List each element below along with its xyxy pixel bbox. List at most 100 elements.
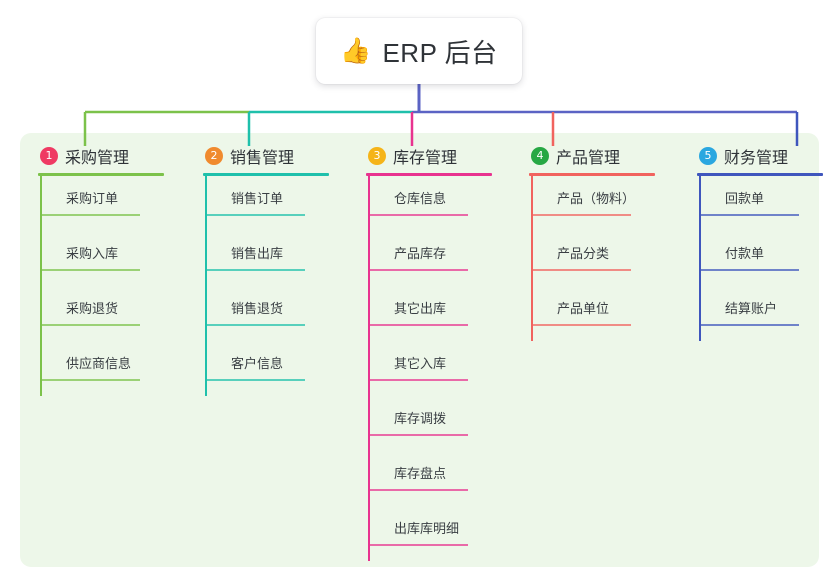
branch-item[interactable]: 采购订单 — [40, 176, 188, 231]
branch-item[interactable]: 库存盘点 — [368, 451, 516, 506]
branch-item-label: 销售订单 — [231, 191, 284, 206]
branch-item-underline — [368, 379, 468, 381]
branch-item-underline — [368, 489, 468, 491]
branch-underline — [38, 173, 164, 176]
branch-item[interactable]: 仓库信息 — [368, 176, 516, 231]
branch-item-underline — [205, 269, 305, 271]
branch-title: 产品管理 — [556, 150, 621, 167]
branch-number-badge: 1 — [40, 147, 58, 165]
diagram-panel-background — [20, 133, 819, 567]
branch-spine — [531, 176, 533, 341]
branch-item[interactable]: 结算账户 — [699, 286, 839, 341]
branch-item-underline — [40, 379, 140, 381]
branch-item-underline — [368, 434, 468, 436]
branch-item-label: 采购入库 — [66, 246, 119, 261]
branch-item[interactable]: 销售退货 — [205, 286, 353, 341]
branch-spine — [699, 176, 701, 341]
branch-underline — [366, 173, 492, 176]
branch-header-1[interactable]: 1 采购管理 — [38, 145, 188, 167]
branch-item[interactable]: 产品分类 — [531, 231, 679, 286]
branch-spine — [368, 176, 370, 561]
branch-item-underline — [368, 214, 468, 216]
branch-item-label: 其它入库 — [394, 356, 447, 371]
branch-column-4: 4 产品管理产品（物料） 产品分类产品单位 — [529, 145, 679, 341]
branch-items: 采购订单采购入库采购退货供应商信息 — [38, 176, 188, 396]
branch-underline — [697, 173, 823, 176]
branch-item-label: 采购订单 — [66, 191, 119, 206]
branch-item-label: 采购退货 — [66, 301, 119, 316]
branch-item[interactable]: 产品库存 — [368, 231, 516, 286]
branch-item-label: 产品分类 — [557, 246, 610, 261]
branch-item-label: 仓库信息 — [394, 191, 447, 206]
branch-item-underline — [531, 324, 631, 326]
branch-item-label: 库存调拨 — [394, 411, 447, 426]
branch-item-label: 库存盘点 — [394, 466, 447, 481]
branch-item[interactable]: 回款单 — [699, 176, 839, 231]
branch-item-underline — [699, 269, 799, 271]
branch-item-label: 客户信息 — [231, 356, 284, 371]
branch-item[interactable]: 采购退货 — [40, 286, 188, 341]
branch-number-badge: 4 — [531, 147, 549, 165]
branch-item[interactable]: 库存调拨 — [368, 396, 516, 451]
branch-item-label: 销售退货 — [231, 301, 284, 316]
branch-item-underline — [699, 214, 799, 216]
branch-item-underline — [368, 269, 468, 271]
branch-item-underline — [699, 324, 799, 326]
branch-column-3: 3 库存管理仓库信息产品库存其它出库其它入库库存调拨库存盘点出库库明细 — [366, 145, 516, 561]
branch-item[interactable]: 产品单位 — [531, 286, 679, 341]
branch-item[interactable]: 付款单 — [699, 231, 839, 286]
branch-title: 销售管理 — [230, 150, 295, 167]
branch-item-underline — [40, 269, 140, 271]
branch-underline — [529, 173, 655, 176]
branch-item-underline — [531, 214, 631, 216]
root-node-card[interactable]: 👍 ERP 后台 — [316, 18, 522, 84]
branch-title: 财务管理 — [724, 150, 789, 167]
branch-header-3[interactable]: 3 库存管理 — [366, 145, 516, 167]
branch-item-label: 产品（物料） — [557, 191, 636, 206]
branch-column-5: 5 财务管理回款单付款单结算账户 — [697, 145, 839, 341]
branch-item[interactable]: 销售订单 — [205, 176, 353, 231]
branch-item-label: 回款单 — [725, 191, 765, 206]
branch-item-underline — [205, 379, 305, 381]
branch-item-label: 产品单位 — [557, 301, 610, 316]
branch-item-underline — [368, 544, 468, 546]
branch-items: 销售订单销售出库销售退货客户信息 — [203, 176, 353, 396]
branch-item-underline — [205, 324, 305, 326]
branch-title: 采购管理 — [65, 150, 130, 167]
branch-items: 仓库信息产品库存其它出库其它入库库存调拨库存盘点出库库明细 — [366, 176, 516, 561]
branch-item[interactable]: 出库库明细 — [368, 506, 516, 561]
branch-item[interactable]: 采购入库 — [40, 231, 188, 286]
branch-item-underline — [205, 214, 305, 216]
branch-items: 回款单付款单结算账户 — [697, 176, 839, 341]
branch-item[interactable]: 其它入库 — [368, 341, 516, 396]
branch-item-label: 产品库存 — [394, 246, 447, 261]
branch-header-2[interactable]: 2 销售管理 — [203, 145, 353, 167]
branch-item-underline — [40, 324, 140, 326]
branch-column-2: 2 销售管理销售订单销售出库销售退货客户信息 — [203, 145, 353, 396]
branch-header-4[interactable]: 4 产品管理 — [529, 145, 679, 167]
branch-item-label: 销售出库 — [231, 246, 284, 261]
branch-item-label: 付款单 — [725, 246, 765, 261]
branch-number-badge: 2 — [205, 147, 223, 165]
branch-item[interactable]: 产品（物料） — [531, 176, 679, 231]
branch-item-underline — [368, 324, 468, 326]
branch-spine — [205, 176, 207, 396]
branch-item-label: 供应商信息 — [66, 356, 132, 371]
branch-item-underline — [40, 214, 140, 216]
branch-title: 库存管理 — [393, 150, 458, 167]
branch-item[interactable]: 客户信息 — [205, 341, 353, 396]
branch-item[interactable]: 其它出库 — [368, 286, 516, 341]
branch-number-badge: 3 — [368, 147, 386, 165]
branch-item[interactable]: 供应商信息 — [40, 341, 188, 396]
branch-underline — [203, 173, 329, 176]
thumbs-up-icon: 👍 — [340, 36, 372, 65]
branch-column-1: 1 采购管理采购订单采购入库采购退货供应商信息 — [38, 145, 188, 396]
branch-item-underline — [531, 269, 631, 271]
branch-number-badge: 5 — [699, 147, 717, 165]
branch-item[interactable]: 销售出库 — [205, 231, 353, 286]
branch-items: 产品（物料） 产品分类产品单位 — [529, 176, 679, 341]
branch-header-5[interactable]: 5 财务管理 — [697, 145, 839, 167]
branch-item-label: 结算账户 — [725, 301, 778, 316]
branch-item-label: 其它出库 — [394, 301, 447, 316]
